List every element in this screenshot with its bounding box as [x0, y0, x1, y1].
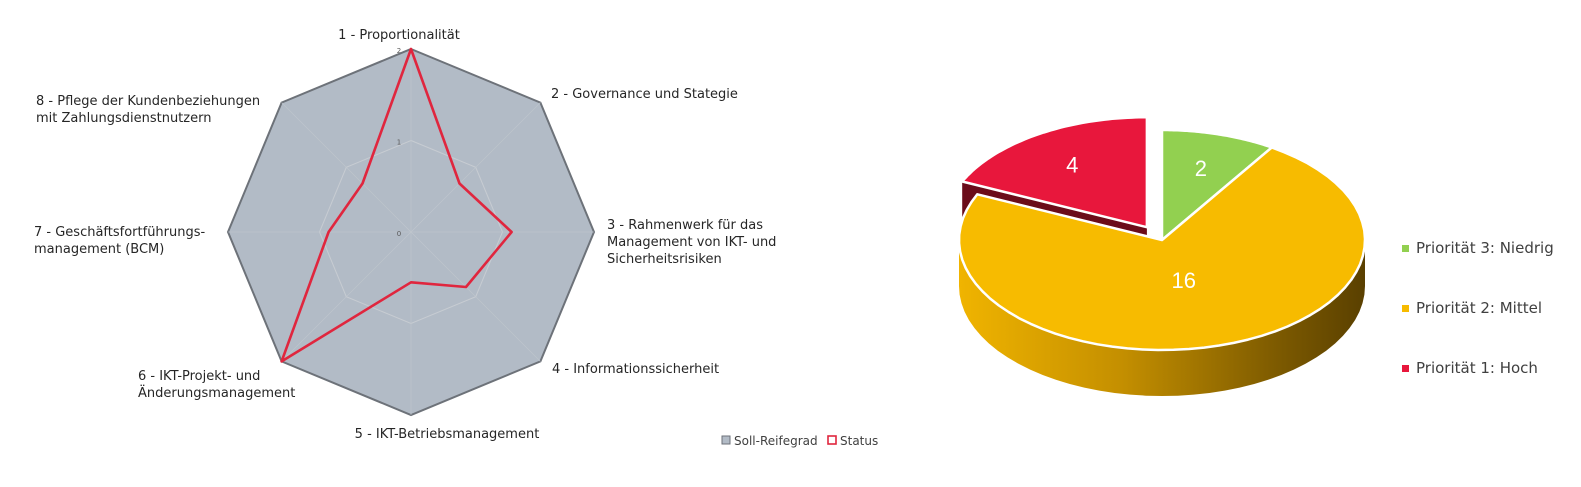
pie-data-label-niedrig: 2	[1195, 156, 1207, 181]
pie-slice-mittel: 16	[957, 146, 1367, 396]
legend-swatch-status	[827, 435, 837, 445]
radar-legend: Soll-Reifegrad Status	[721, 434, 878, 448]
radar-axis-label: 4 - Informationssicherheit	[552, 362, 719, 377]
radar-spoke	[410, 102, 541, 233]
legend-label-soll-reifegrad: Soll-Reifegrad	[734, 434, 818, 448]
pie-legend-label-mittel: Priorität 2: Mittel	[1416, 299, 1542, 317]
radar-axis-label: 2 - Governance und Stategie	[551, 87, 738, 102]
pie-slice-top	[957, 146, 1367, 352]
pie-slice-top	[1160, 128, 1274, 242]
radar-spoke	[281, 102, 412, 233]
pie-chart: 4 2 16	[957, 115, 1367, 396]
pie-legend-swatch-mittel	[1402, 305, 1409, 312]
pie-legend-swatch-hoch	[1402, 365, 1409, 372]
radar-axis-label: 7 - Geschäftsfortführungs-management (BC…	[34, 225, 206, 257]
pie-legend-label-hoch: Priorität 1: Hoch	[1416, 359, 1538, 377]
radar-spoke	[410, 231, 541, 362]
pie-slice-side	[959, 240, 1365, 396]
radar-tick-label: 2	[397, 47, 401, 55]
legend-swatch-soll-reifegrad	[721, 435, 731, 445]
pie-data-label-mittel: 16	[1171, 268, 1195, 293]
legend-label-status: Status	[840, 434, 878, 448]
radar-axis-label: 5 - IKT-Betriebsmanagement	[355, 427, 540, 442]
pie-slice-top	[960, 115, 1149, 229]
radar-axis-label: 1 - Proportionalität	[338, 28, 460, 43]
radar-chart: 0 1 2 1 - Proportionalität 2 - Governance un…	[34, 28, 776, 442]
radar-tick-label: 1	[397, 139, 401, 147]
radar-spoke	[281, 231, 412, 362]
radar-tick-label: 0	[397, 230, 401, 238]
series-status	[280, 47, 513, 363]
pie-data-label-hoch: 4	[1066, 152, 1078, 177]
pie-legend-swatch-niedrig	[1402, 245, 1409, 252]
pie-legend-label-niedrig: Priorität 3: Niedrig	[1416, 239, 1554, 257]
